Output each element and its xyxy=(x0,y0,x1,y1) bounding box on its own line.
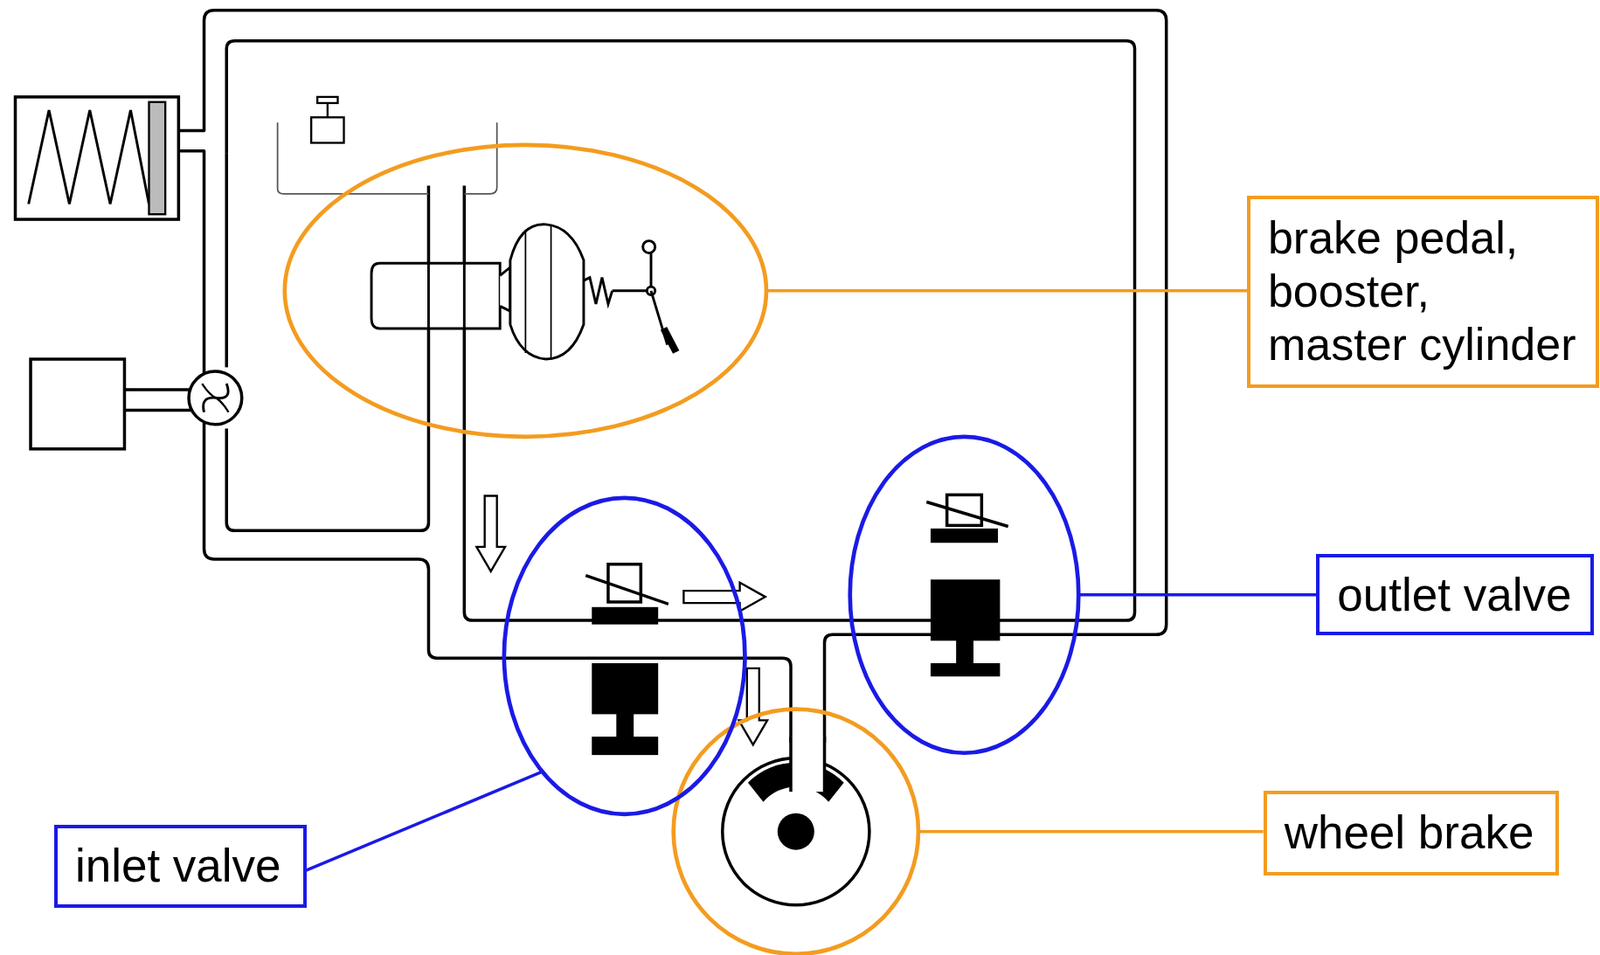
callout-label: inlet valve xyxy=(75,838,287,894)
outlet-valve-symbol xyxy=(926,494,1008,677)
master-cylinder-booster xyxy=(371,224,678,360)
flow-arrows xyxy=(476,496,768,746)
reservoir xyxy=(277,96,498,194)
wheel-brake-symbol xyxy=(722,736,870,906)
callout-label: brake pedal, booster, master cylinder xyxy=(1267,211,1579,372)
callout-box: brake pedal, booster, master cylinder xyxy=(1246,195,1600,388)
callout-label: outlet valve xyxy=(1336,567,1573,623)
pump-motor xyxy=(30,359,243,450)
accumulator xyxy=(15,96,180,220)
callout-box: inlet valve xyxy=(54,824,308,909)
inlet-valve-symbol xyxy=(585,564,669,755)
callout-box: outlet valve xyxy=(1316,554,1594,636)
highlights xyxy=(284,145,1317,955)
brake-pipes xyxy=(178,10,1166,743)
callout-label: wheel brake xyxy=(1284,805,1539,860)
callout-box: wheel brake xyxy=(1263,790,1560,876)
